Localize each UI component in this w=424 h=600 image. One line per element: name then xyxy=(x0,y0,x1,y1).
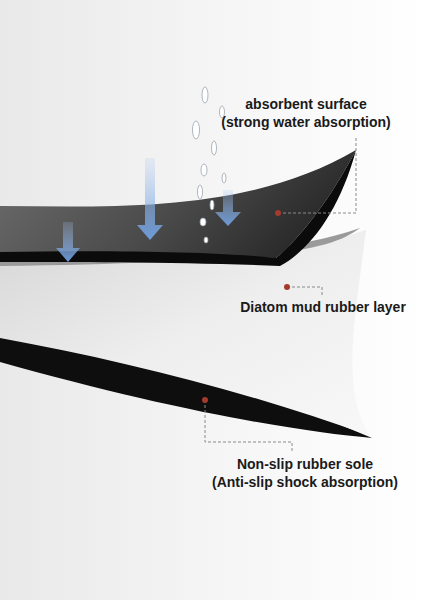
callout-label: absorbent surface xyxy=(245,96,366,113)
callout-label: (Anti-slip shock absorption) xyxy=(212,474,398,491)
callout-label: Diatom mud rubber layer xyxy=(240,299,406,316)
water-drops xyxy=(193,87,227,243)
callout-label: (strong water absorption) xyxy=(221,114,391,131)
callout-label: Non-slip rubber sole xyxy=(237,456,373,473)
surface-edge xyxy=(0,150,356,266)
leader-lines xyxy=(205,138,356,452)
water-arrows xyxy=(56,158,241,262)
